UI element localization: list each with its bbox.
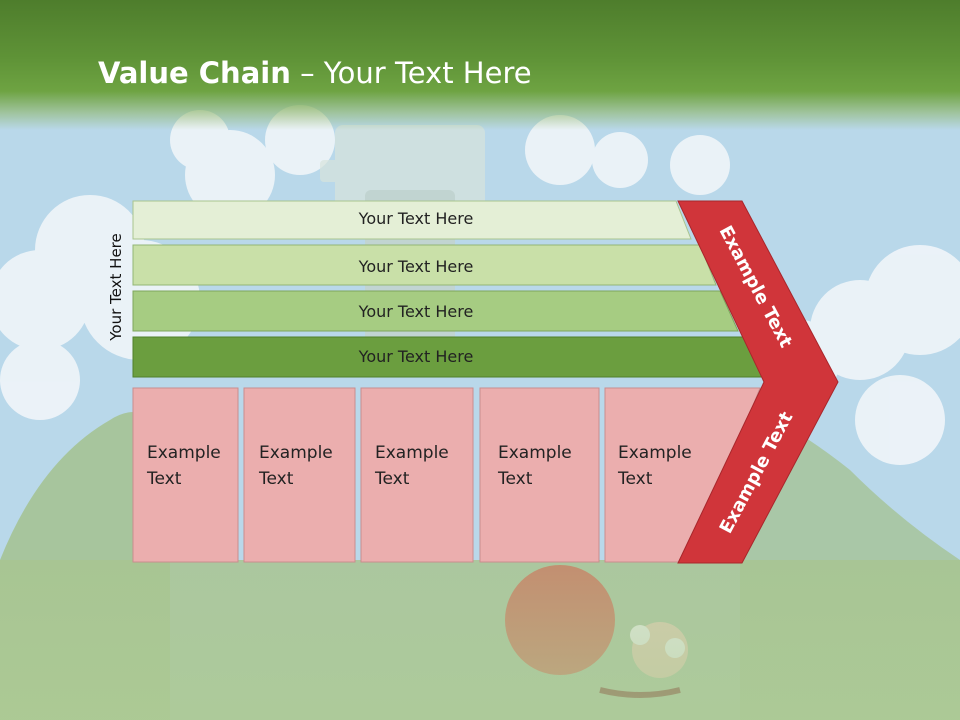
slide-title: Value Chain – Your Text Here <box>98 56 532 90</box>
box-3-line2: Text <box>375 469 410 489</box>
title-bold: Value Chain <box>98 56 291 90</box>
box-4-line2: Text <box>498 469 533 489</box>
box-2-line2: Text <box>259 469 294 489</box>
box-2-line1: Example <box>259 443 333 463</box>
bar-label-3: Your Text Here <box>358 302 474 321</box>
box-1-line2: Text <box>147 469 182 489</box>
box-4 <box>479 387 600 563</box>
box-2 <box>243 387 356 563</box>
bar-label-2: Your Text Here <box>358 257 474 276</box>
bar-1 <box>132 200 692 240</box>
box-1-line1: Example <box>147 443 221 463</box>
bar-3 <box>132 290 739 332</box>
box-1 <box>132 387 239 563</box>
bottom-fade <box>0 560 960 720</box>
bar-label-4: Your Text Here <box>358 347 474 366</box>
bar-2 <box>132 244 717 286</box>
title-band <box>0 0 960 130</box>
bar-label-1: Your Text Here <box>358 209 474 228</box>
box-3 <box>360 387 474 563</box>
box-3-line1: Example <box>375 443 449 463</box>
box-5-line1: Example <box>618 443 692 463</box>
box-5-line2: Text <box>618 469 653 489</box>
box-4-line1: Example <box>498 443 572 463</box>
title-rest: – Your Text Here <box>290 56 532 90</box>
